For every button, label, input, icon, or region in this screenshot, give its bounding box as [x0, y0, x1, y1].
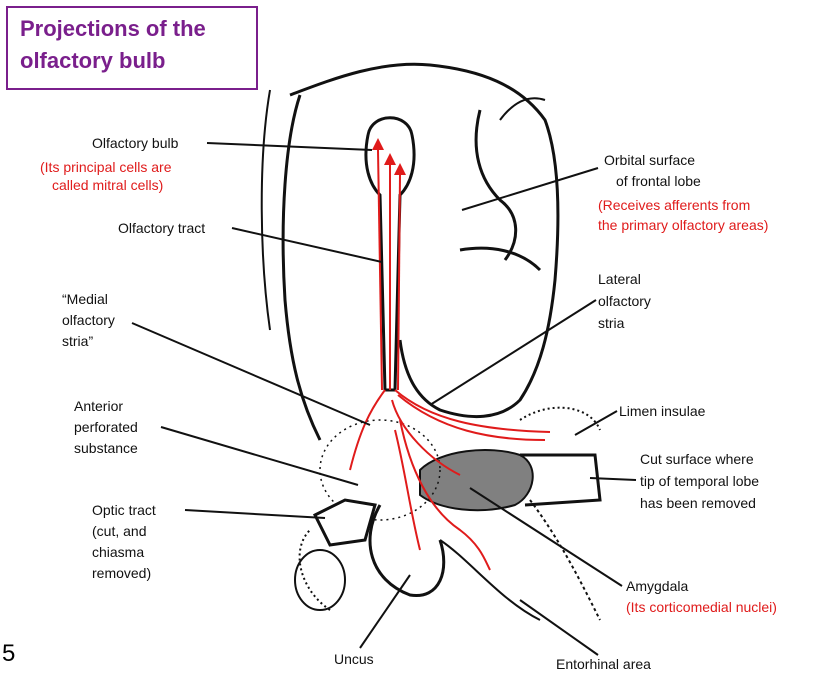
- label-medial-stria-2: olfactory: [62, 311, 115, 329]
- label-optic-tract-2: (cut, and: [92, 522, 146, 540]
- cut-surface: [420, 450, 533, 510]
- leader-limen-insulae: [575, 411, 617, 435]
- lateral-stria-path: [395, 390, 550, 432]
- label-lateral-stria-1: Lateral: [598, 270, 641, 288]
- optic-tract: [315, 500, 375, 545]
- orbital-sulcus-1: [476, 110, 516, 260]
- leader-lateral-stria: [430, 300, 596, 405]
- medial-stria-path: [350, 390, 385, 470]
- note-olfactory-bulb-2: called mitral cells): [52, 176, 163, 194]
- note-amygdala: (Its corticomedial nuclei): [626, 598, 777, 616]
- leader-uncus: [360, 575, 410, 648]
- orbital-sulcus-2: [460, 248, 540, 270]
- label-optic-tract-1: Optic tract: [92, 501, 156, 519]
- title-line-1: Projections of the: [20, 16, 206, 42]
- note-olfactory-bulb-1: (Its principal cells are: [40, 158, 172, 176]
- temporal-lobe-outline: [300, 530, 330, 610]
- orbital-sulcus-3: [500, 98, 545, 120]
- optic-chiasm-stump: [295, 550, 345, 610]
- label-anterior-perforated-2: perforated: [74, 418, 138, 436]
- title-line-2: olfactory bulb: [20, 48, 165, 74]
- label-uncus: Uncus: [334, 650, 374, 668]
- leader-anterior-perforated: [161, 427, 358, 485]
- label-cut-surface-1: Cut surface where: [640, 450, 754, 468]
- label-limen-insulae: Limen insulae: [619, 402, 705, 420]
- label-orbital-2: of frontal lobe: [616, 172, 701, 190]
- leader-olfactory-tract: [232, 228, 382, 262]
- midline-edge: [262, 90, 270, 330]
- label-anterior-perforated-1: Anterior: [74, 397, 123, 415]
- label-cut-surface-3: has been removed: [640, 494, 756, 512]
- label-orbital-1: Orbital surface: [604, 151, 695, 169]
- frontal-lobe-outline: [290, 64, 558, 416]
- lower-temporal-edge: [530, 500, 600, 620]
- hippocampal-edge: [440, 540, 540, 620]
- label-amygdala: Amygdala: [626, 577, 688, 595]
- label-optic-tract-3: chiasma: [92, 543, 144, 561]
- label-anterior-perforated-3: substance: [74, 439, 138, 457]
- figure-number: 5: [2, 640, 15, 668]
- leader-optic-tract: [185, 510, 325, 518]
- note-orbital-1: (Receives afferents from: [598, 196, 750, 214]
- label-medial-stria-3: stria”: [62, 332, 93, 350]
- label-olfactory-tract: Olfactory tract: [118, 219, 205, 237]
- label-olfactory-bulb: Olfactory bulb: [92, 134, 178, 152]
- label-lateral-stria-3: stria: [598, 314, 624, 332]
- label-lateral-stria-2: olfactory: [598, 292, 651, 310]
- label-entorhinal: Entorhinal area: [556, 655, 651, 673]
- uncus-outline: [370, 505, 444, 596]
- leader-entorhinal: [520, 600, 598, 655]
- label-cut-surface-2: tip of temporal lobe: [640, 472, 759, 490]
- label-medial-stria-1: “Medial: [62, 290, 108, 308]
- label-optic-tract-4: removed): [92, 564, 151, 582]
- leader-medial-stria: [132, 323, 370, 425]
- note-orbital-2: the primary olfactory areas): [598, 216, 768, 234]
- title-box: Projections of the olfactory bulb: [6, 6, 258, 90]
